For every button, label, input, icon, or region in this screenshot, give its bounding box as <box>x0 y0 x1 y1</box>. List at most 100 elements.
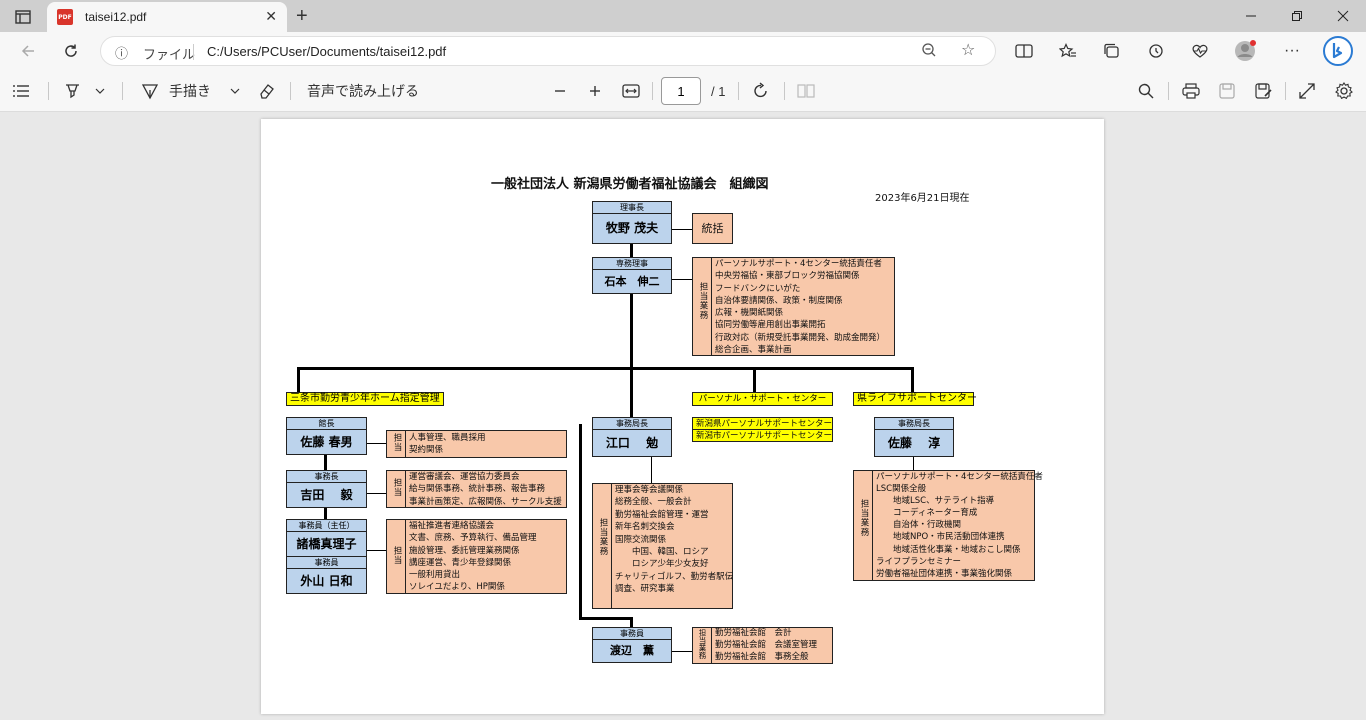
document-date: 2023年6月21日現在 <box>875 193 970 204</box>
performance-button[interactable] <box>1186 38 1214 64</box>
highlight-button[interactable] <box>64 81 82 101</box>
executive-duties-box: 担当業務 パーソナルサポート・4センター統括責任者 中央労福協・東部ブロック労福… <box>692 257 895 356</box>
tab-actions-icon <box>15 10 31 24</box>
collections-button[interactable] <box>1098 38 1126 64</box>
close-window-button[interactable] <box>1320 0 1366 32</box>
print-button[interactable] <box>1182 81 1200 101</box>
sanjo-staff-duty-header: 担当 <box>392 546 402 565</box>
connector-line <box>913 448 914 470</box>
pdf-page: 一般社団法人 新潟県労働者福祉協議会 組織図 2023年6月21日現在 理事長 … <box>261 119 1104 714</box>
secretariat-staff-name: 渡辺 薫 <box>592 639 672 663</box>
sanjo-staff-duty-list: 福祉推進者連絡協議会 文書、庶務、予算執行、備品管理 施設管理、委託管理業務関係… <box>409 520 537 594</box>
bing-icon <box>1323 36 1353 66</box>
fullscreen-button[interactable] <box>1299 81 1315 101</box>
navigation-bar: ⓘ ファイル C:/Users/PCUser/Documents/taisei1… <box>0 32 1366 70</box>
read-aloud-label: 音声で読み上げる <box>307 83 419 99</box>
sanjo-staff1-name: 諸橋真理子 <box>286 531 367 557</box>
toolbar-divider <box>122 82 123 100</box>
split-screen-icon <box>1015 44 1033 58</box>
list-icon <box>13 85 29 97</box>
fit-width-button[interactable] <box>622 81 640 101</box>
more-options-button[interactable]: ··· <box>1278 38 1306 64</box>
split-screen-button[interactable] <box>1010 38 1038 64</box>
list-item: 協同労働等雇用創出事業開拓 <box>715 320 826 331</box>
highlight-dropdown[interactable] <box>95 81 105 101</box>
save-as-button[interactable] <box>1255 81 1273 101</box>
connector-line <box>324 499 327 519</box>
secretariat-duty-header: 担当業務 <box>598 518 608 556</box>
divider <box>711 258 712 355</box>
profile-button[interactable] <box>1231 38 1259 64</box>
tab-close-icon[interactable]: ✕ <box>265 9 277 25</box>
life-support-duty-list: パーソナルサポート・4センター統括責任者 LSC関係全般 地域LSC、サテライト… <box>876 471 1043 580</box>
page-view-button[interactable] <box>797 81 815 101</box>
find-button[interactable] <box>1138 81 1154 101</box>
address-bar[interactable]: ⓘ ファイル C:/Users/PCUser/Documents/taisei1… <box>100 36 996 66</box>
minimize-button[interactable] <box>1228 0 1274 32</box>
life-support-duties-box: 担当業務 パーソナルサポート・4センター統括責任者 LSC関係全般 地域LSC、… <box>853 470 1043 581</box>
back-arrow-icon <box>21 45 34 57</box>
list-item: 新潟市パーソナルサポートセンター <box>696 431 833 441</box>
maximize-button[interactable] <box>1274 0 1320 32</box>
sanjo-label: 三条市勤労青少年ホーム指定管理 <box>286 392 444 406</box>
list-item: パーソナルサポート・4センター統括責任者 <box>876 472 1043 482</box>
connector-line <box>367 443 387 444</box>
toolbar-divider <box>290 82 291 100</box>
connector-line <box>579 617 633 620</box>
tab-actions-button[interactable] <box>8 6 38 28</box>
connector-line <box>367 550 387 551</box>
zoom-out-button[interactable] <box>553 81 567 101</box>
list-item: フードバンクにいがた <box>715 283 801 294</box>
save-button[interactable] <box>1219 81 1235 101</box>
settings-button[interactable] <box>1335 81 1353 101</box>
document-title: 一般社団法人 新潟県労働者福祉協議会 組織図 <box>491 177 769 192</box>
contents-button[interactable] <box>12 81 30 101</box>
list-item: 調査、研究事業 <box>615 584 675 595</box>
active-tab[interactable]: PDF taisei12.pdf ✕ <box>47 2 287 32</box>
search-icon <box>1138 83 1154 99</box>
connector-line <box>630 294 633 367</box>
address-url[interactable]: C:/Users/PCUser/Documents/taisei12.pdf <box>207 44 447 59</box>
favorite-star-icon[interactable]: ☆ <box>961 40 976 59</box>
connector-line <box>670 651 692 652</box>
sanjo-director-duties: 担当 人事管理、職員採用 契約関係 <box>386 430 567 458</box>
page-number-input[interactable]: 1 <box>661 77 701 105</box>
pdf-toolbar: 手描き 音声で読み上げる 1 / 1 <box>0 70 1366 112</box>
favorites-button[interactable] <box>1054 38 1082 64</box>
back-button[interactable] <box>14 38 42 64</box>
connector-line <box>651 457 652 483</box>
eraser-button[interactable] <box>257 81 275 101</box>
history-icon <box>1149 44 1163 58</box>
two-page-icon <box>797 84 815 98</box>
history-button[interactable] <box>1142 38 1170 64</box>
secretariat-staff-duties: 担当業務 勤労福祉会館 会計 勤労福祉会館 会議室管理 勤労福祉会館 事務全般 <box>692 627 833 664</box>
rotate-button[interactable] <box>752 81 770 101</box>
connector-line <box>367 493 387 494</box>
chevron-down-icon <box>230 88 240 94</box>
toolbar-divider <box>48 82 49 100</box>
gear-icon <box>1335 82 1353 100</box>
read-aloud-button[interactable]: 音声で読み上げる <box>307 81 419 101</box>
draw-button[interactable]: 手描き <box>141 81 211 101</box>
minimize-icon <box>1246 15 1256 17</box>
info-icon[interactable]: ⓘ <box>115 47 129 62</box>
sanjo-director-duty-list: 人事管理、職員採用 契約関係 <box>409 432 486 457</box>
list-item: 国際交流関係 <box>615 534 667 545</box>
divider <box>405 431 406 457</box>
list-item: ソレイユだより、HP関係 <box>409 582 505 593</box>
copilot-button[interactable] <box>1322 35 1354 67</box>
print-icon <box>1182 83 1200 99</box>
list-item: 給与関係事務、統計事務、報告事務 <box>409 484 546 495</box>
toolbar-divider <box>784 82 785 100</box>
zoom-icon[interactable] <box>921 42 937 62</box>
new-tab-button[interactable]: + <box>296 5 308 27</box>
avatar-icon <box>1235 40 1256 61</box>
zoom-in-button[interactable] <box>588 81 602 101</box>
list-item: LSC関係全般 <box>876 484 927 495</box>
connector-line <box>630 237 633 257</box>
refresh-button[interactable] <box>57 38 85 64</box>
divider <box>405 471 406 507</box>
secretariat-staff-duty-header: 担当業務 <box>698 629 707 659</box>
draw-dropdown[interactable] <box>230 81 240 101</box>
divider <box>711 628 712 663</box>
